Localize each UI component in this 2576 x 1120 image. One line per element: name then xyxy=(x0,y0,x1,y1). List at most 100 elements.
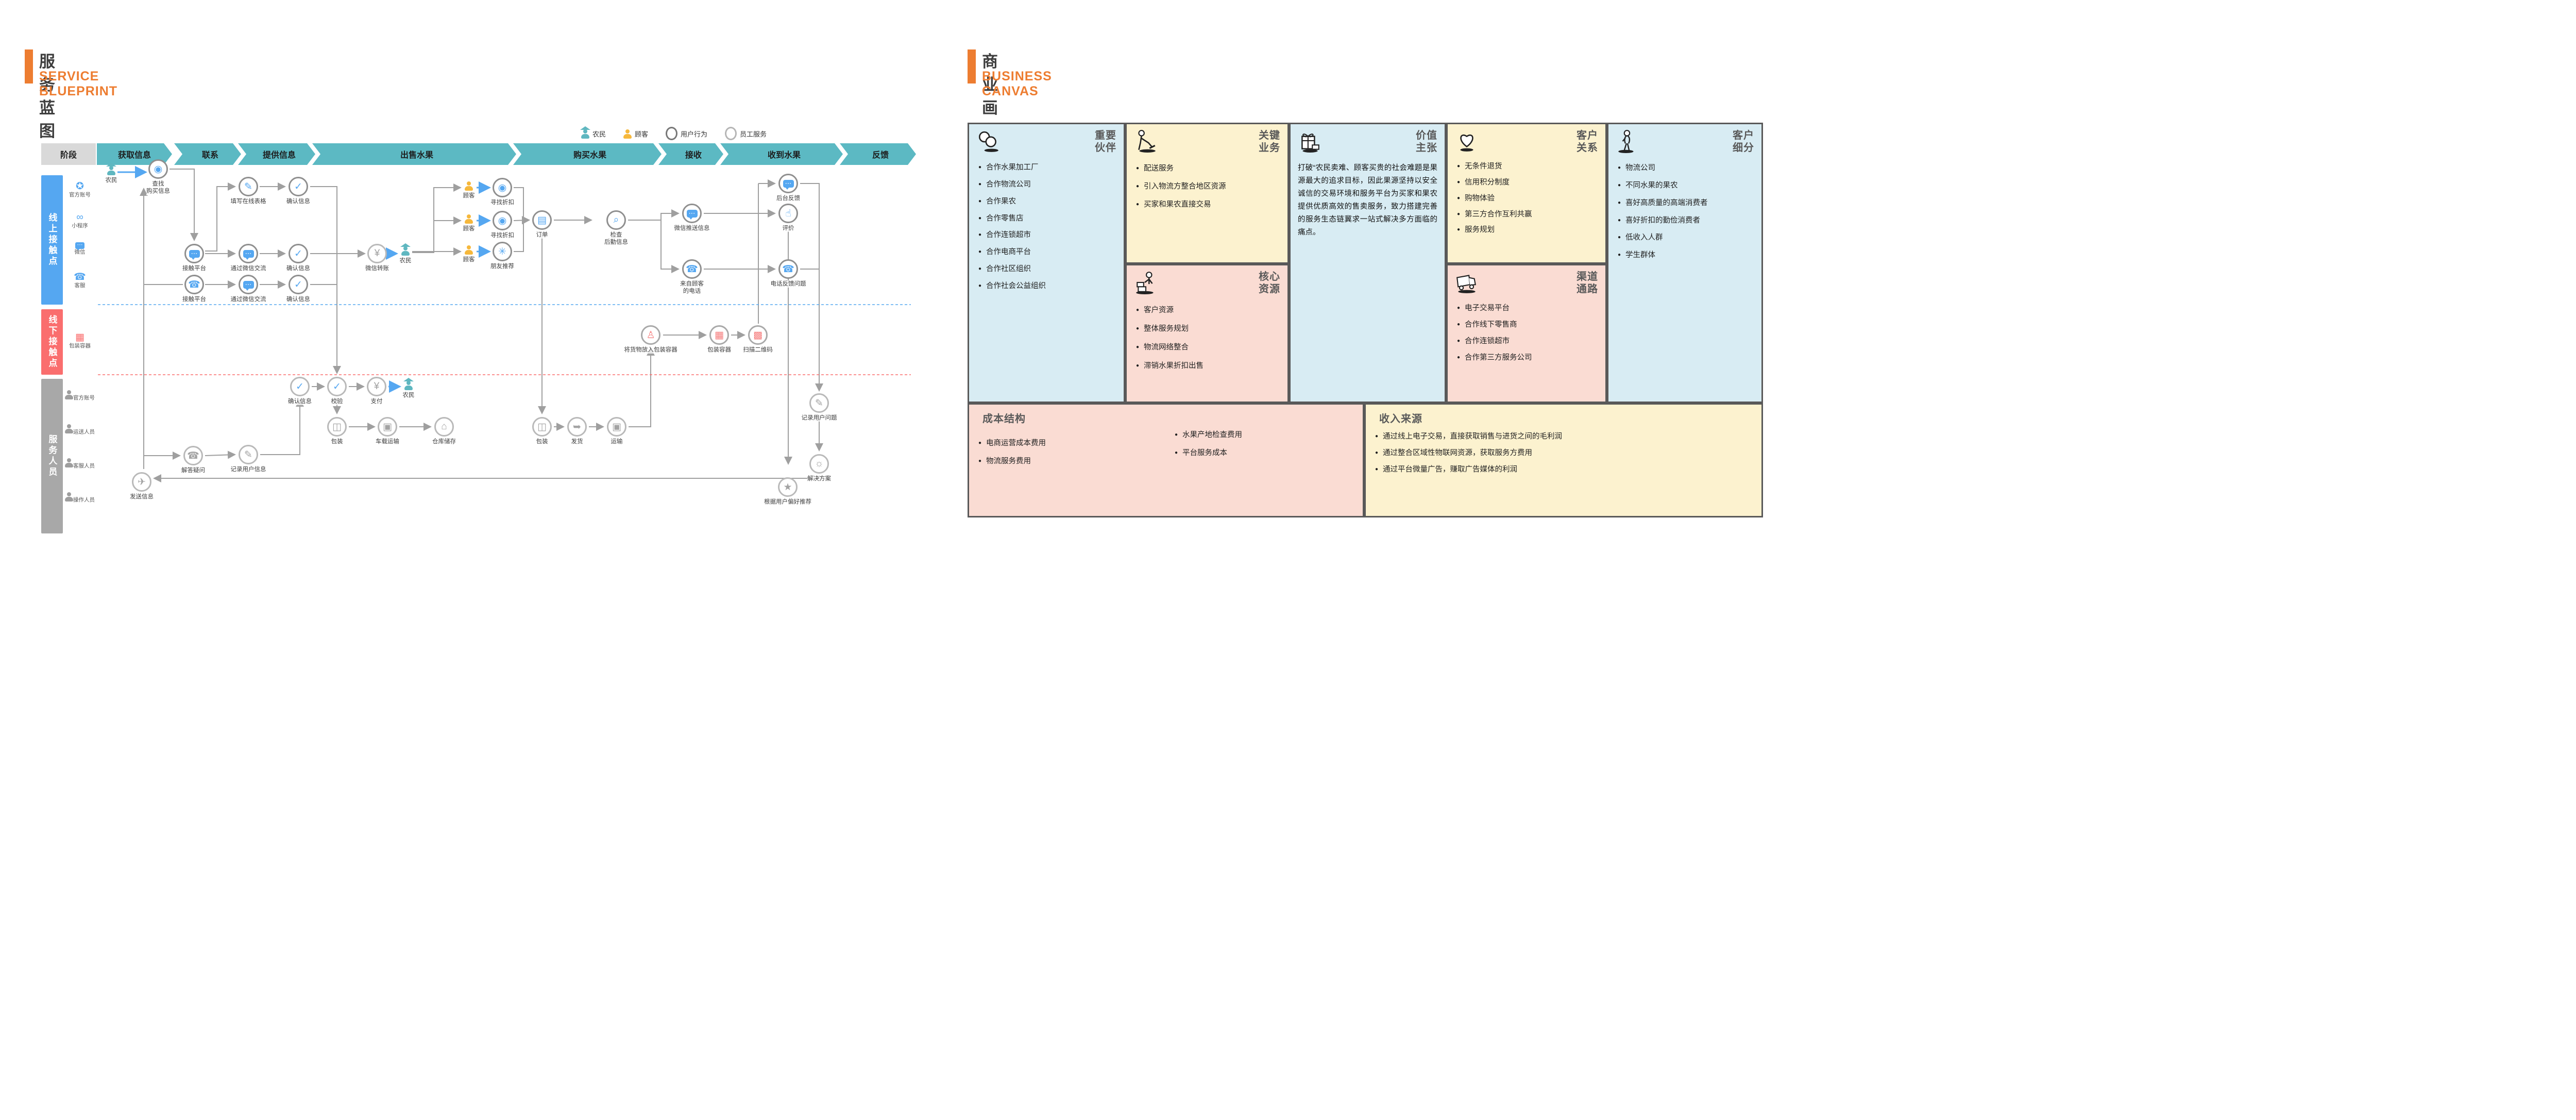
legend-label: 农民 xyxy=(592,130,606,138)
node-circle: ◫ xyxy=(532,417,552,437)
customer-segments-title: 客户细分 xyxy=(1733,130,1754,154)
lane-label: 线上接触点 xyxy=(47,213,57,267)
node-circle: ⌕ xyxy=(606,210,626,230)
node-label: 解决方案 xyxy=(807,475,831,483)
pack-icon: ◫ xyxy=(332,421,342,432)
lane-label: 线下接触点 xyxy=(47,315,57,369)
bp-node-c1: ✓ 确认信息 xyxy=(266,177,330,206)
stage-1: 联系 xyxy=(174,143,241,165)
touchpoint-label: 小程序 xyxy=(72,223,88,229)
check-icon: ✓ xyxy=(294,279,302,290)
partners-item: 合作果农 xyxy=(978,197,1116,207)
customer-segments-icon xyxy=(1616,129,1639,156)
cost-structure-item: 水果产地检查费用 xyxy=(1175,430,1355,440)
node-label: 评价 xyxy=(782,225,794,232)
chat-icon: ⋯ xyxy=(243,280,254,291)
bulb-icon: ☼ xyxy=(815,458,824,469)
revenue-streams-item: 通过平台微量广告，赚取广告媒体的利润 xyxy=(1375,465,1754,475)
partners-item: 合作零售店 xyxy=(978,214,1116,224)
stage-5: 接收 xyxy=(658,143,723,165)
stage-6: 收到水果 xyxy=(720,143,843,165)
bp-node-vf: ✓ 校验 xyxy=(305,377,369,406)
bp-node-rq: ✎ 记录用户问题 xyxy=(787,393,851,422)
node-circle: ☎ xyxy=(778,259,798,279)
node-circle: ¥ xyxy=(367,377,386,396)
node-circle: ✓ xyxy=(290,377,310,396)
revenue-streams-title: 收入来源 xyxy=(1379,413,1422,425)
node-circle: ▣ xyxy=(378,417,397,437)
node-circle: ◉ xyxy=(148,159,168,179)
partners-item: 合作物流公司 xyxy=(978,180,1116,190)
bp-node-st: ★ 根据用户偏好推荐 xyxy=(756,477,820,506)
blueprint-legend: 农民顾客用户行为员工服务 xyxy=(581,127,767,140)
bp-node-c2: ✓ 确认信息 xyxy=(266,244,330,273)
bp-node-wp: ⋯ 微信推送信息 xyxy=(660,204,724,232)
bp-node-e2: ◉ 寻找折扣 xyxy=(470,211,534,240)
lane-touchpoint-微信: ⋯微信 xyxy=(74,242,86,256)
bp-node-p2: ◫ 包装 xyxy=(510,417,574,446)
canvas-title-bar xyxy=(968,49,976,83)
touchpoint-label: 运送人员 xyxy=(73,429,95,435)
touchpoint-label: 操作人员 xyxy=(73,497,95,503)
bp-node-wt: ¥ 微信转账 xyxy=(345,244,409,273)
customer-segments-item: 不同水果的果农 xyxy=(1618,181,1754,191)
node-circle: ✎ xyxy=(239,177,258,196)
star-icon: ★ xyxy=(783,481,792,493)
partners-list: 合作水果加工厂合作物流公司合作果农合作零售店合作连锁超市合作电商平台合作社区组织… xyxy=(978,163,1116,291)
node-label: 顾客 xyxy=(463,225,475,233)
core-resources-item: 滞销水果折扣出售 xyxy=(1136,361,1280,371)
note-icon: ✎ xyxy=(244,449,252,460)
core-resources-list: 客户资源整体服务规划物流网络整合滞销水果折扣出售 xyxy=(1136,306,1280,371)
node-label: 仓库储存 xyxy=(432,438,456,446)
bp-node-pf: ☎ 电话反馈问题 xyxy=(756,259,820,288)
lane-0: 线上接触点 xyxy=(41,175,63,305)
node-circle: ◉ xyxy=(493,211,512,230)
canvas-cell-value-proposition: 价值主张打破“农民卖难、顾客买贵的社会难题是果源最大的追求目标，因此果源坚持以安… xyxy=(1289,123,1446,403)
node-label: 通过微信交流 xyxy=(230,265,266,273)
bp-node-bf: ⋯ 后台反馈 xyxy=(756,174,820,203)
channels-icon xyxy=(1455,271,1479,297)
customer-segments-item: 物流公司 xyxy=(1618,163,1754,173)
qr-icon: ▩ xyxy=(753,329,762,341)
eye-icon: ◉ xyxy=(498,182,507,193)
node-label: 后台反馈 xyxy=(776,195,800,203)
node-label: 农民 xyxy=(105,177,117,185)
customer-relations-item: 无条件退货 xyxy=(1457,162,1598,172)
pay-icon: ¥ xyxy=(374,381,380,392)
canvas-cell-revenue-streams: 收入来源通过线上电子交易，直接获取销售与进货之间的毛利润通过整合区域性物联网资源… xyxy=(1364,403,1763,517)
legend-customer: 顾客 xyxy=(623,129,648,139)
pawnstar-icon: ♙ xyxy=(646,329,655,341)
node-label: 确认信息 xyxy=(286,198,310,206)
note-icon: ✎ xyxy=(815,397,823,409)
customer-relations-item: 信用积分制度 xyxy=(1457,178,1598,188)
farmer-icon xyxy=(401,246,410,256)
bp-node-chat1: ⋯ 通过微信交流 xyxy=(216,244,280,273)
check-icon: ✓ xyxy=(296,381,304,392)
core-resources-item: 客户资源 xyxy=(1136,306,1280,315)
bp-node-cu1-customer: 顾客 xyxy=(437,181,501,200)
node-label: 包装容器 xyxy=(707,346,731,354)
node-circle: ⋯ xyxy=(778,174,798,193)
customer-segments-list: 物流公司不同水果的果农喜好高质量的高端消费者喜好折扣的勤俭消费者低收入人群学生群… xyxy=(1618,163,1754,260)
customer-icon xyxy=(465,181,473,191)
node-label: 接触平台 xyxy=(182,265,206,273)
node-label: 确认信息 xyxy=(286,265,310,273)
partners-item: 合作电商平台 xyxy=(978,247,1116,257)
bp-node-ri: ✎ 记录用户信息 xyxy=(216,445,280,474)
core-resources-item: 整体服务规划 xyxy=(1136,324,1280,334)
bp-node-tk: ▣ 车载运输 xyxy=(355,417,419,446)
node-circle: ✎ xyxy=(239,445,258,464)
flow-connector xyxy=(143,284,183,460)
bp-node-od: ▤ 订单 xyxy=(510,210,574,239)
core-resources-item: 物流网络整合 xyxy=(1136,343,1280,353)
plane-icon: ✈ xyxy=(138,476,146,488)
house-icon: ⌂ xyxy=(441,421,447,432)
channels-title: 渠道通路 xyxy=(1577,271,1598,295)
bp-node-e1: ◉ 寻找折扣 xyxy=(470,178,534,207)
bp-node-f1-farmer: 农民 xyxy=(79,165,143,185)
ship-icon: ➥ xyxy=(573,421,581,432)
lane-touchpoint-包装容器: ▦包装容器 xyxy=(69,332,91,349)
bp-node-ct2: ▦ 包装容器 xyxy=(687,325,751,354)
legend-farmer: 农民 xyxy=(581,129,606,139)
node-circle: ⌂ xyxy=(434,417,454,437)
